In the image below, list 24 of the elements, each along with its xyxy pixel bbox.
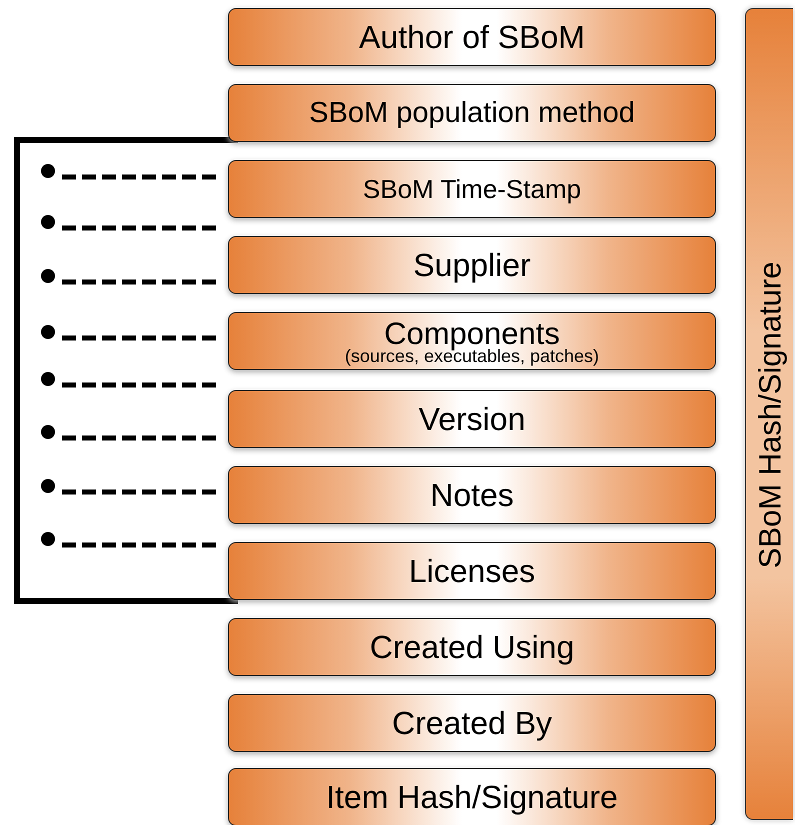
field-box <box>228 390 716 448</box>
field-label: Version <box>418 402 526 436</box>
field-label: Created By <box>392 706 552 740</box>
field-label: Notes <box>430 478 514 512</box>
field-label: Supplier <box>413 248 531 282</box>
field-label: SBoM population method <box>309 96 635 130</box>
field-box <box>228 466 716 524</box>
field-label: Components <box>384 317 560 351</box>
field-box <box>228 768 716 825</box>
field-box <box>228 312 716 370</box>
field-label: Licenses <box>408 554 536 588</box>
field-box <box>228 8 716 66</box>
field-box <box>228 236 716 294</box>
field-box <box>228 694 716 752</box>
field-label: Author of SBoM <box>359 20 585 54</box>
field-label: Item Hash/Signature <box>326 780 618 814</box>
field-box <box>228 542 716 600</box>
side-bar <box>745 8 793 820</box>
field-box <box>228 618 716 676</box>
bar-label: SBoM Hash/Signature <box>754 262 786 568</box>
field-label: Created Using <box>370 630 574 664</box>
field-box <box>228 160 716 218</box>
field-label: SBoM Time-Stamp <box>362 173 582 206</box>
field-box <box>228 84 716 142</box>
